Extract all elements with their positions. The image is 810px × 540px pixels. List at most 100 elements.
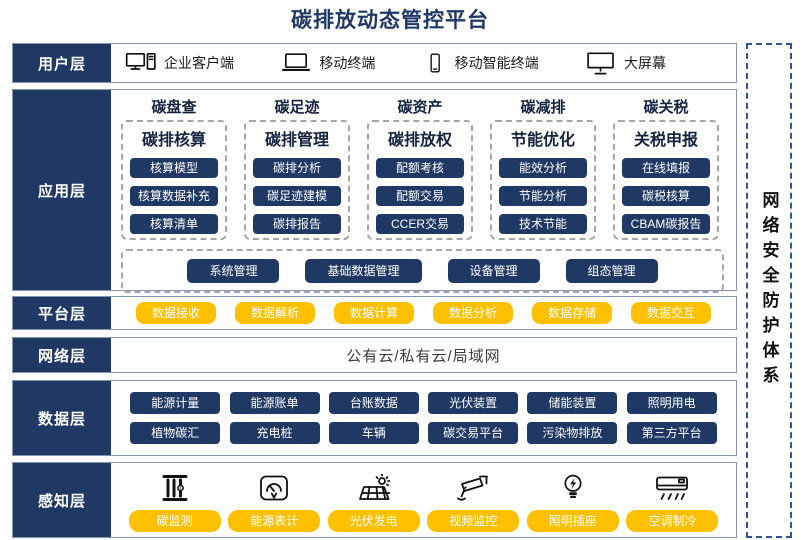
- platform-item: 数据存储: [532, 302, 612, 324]
- platform-item: 数据接收: [136, 302, 216, 324]
- desktop-pc-icon: [125, 51, 157, 75]
- app-item: 核算模型: [130, 158, 218, 178]
- app-column-box: 碳排放权 配额考核 配额交易 CCER交易: [367, 120, 473, 240]
- app-item: 配额交易: [376, 186, 464, 206]
- data-item: 能源账单: [229, 392, 320, 415]
- sense-item-lighting-socket: 照明插座: [526, 468, 619, 532]
- sense-item-label: 光伏发电: [327, 510, 420, 532]
- app-item: 碳排报告: [253, 214, 341, 234]
- data-item: 污染物排放: [527, 421, 618, 444]
- app-common-item: 系统管理: [187, 259, 280, 283]
- data-item: 第三方平台: [626, 421, 717, 444]
- user-item-smart-mobile: 移动智能终端: [422, 50, 539, 76]
- solar-pv-icon: [357, 468, 391, 504]
- app-column-carbon-footprint: 碳足迹 碳排管理 碳排分析 碳足迹建模 碳排报告: [244, 94, 350, 240]
- app-layer-label: 应用层: [13, 90, 111, 290]
- app-column-carbon-reduction: 碳减排 节能优化 能效分析 节能分析 技术节能: [490, 94, 596, 240]
- user-item-label: 企业客户端: [164, 55, 234, 71]
- data-layer-label: 数据层: [13, 381, 111, 455]
- network-text: 公有云/私有云/局域网: [346, 347, 501, 365]
- data-item: 储能装置: [527, 392, 618, 415]
- app-column-subtitle: 关税申报: [633, 132, 698, 149]
- user-item-label: 移动智能终端: [454, 55, 539, 71]
- sense-item-energy-meter: 能源表计: [228, 468, 321, 532]
- app-column-title: 碳减排: [520, 99, 566, 116]
- app-common-box: 系统管理 基础数据管理 设备管理 组态管理: [121, 249, 724, 293]
- platform-item: 数据交互: [631, 302, 711, 324]
- app-column-box: 碳排管理 碳排分析 碳足迹建模 碳排报告: [244, 120, 350, 240]
- app-column-subtitle: 碳排管理: [264, 132, 329, 149]
- app-common-item: 设备管理: [447, 259, 540, 283]
- platform-item: 数据计算: [334, 302, 414, 324]
- sense-item-label: 能源表计: [228, 510, 321, 532]
- page-title: 碳排放动态管控平台: [291, 9, 489, 32]
- app-item: 在线填报: [622, 158, 710, 178]
- security-sidebar-label: 网络安全防护体系: [759, 190, 779, 391]
- app-column-carbon-inventory: 碳盘查 碳排核算 核算模型 核算数据补充 核算清单: [121, 94, 227, 240]
- app-item: 配额考核: [376, 158, 464, 178]
- app-item: CBAM碳报告: [622, 214, 710, 234]
- data-item: 能源计量: [130, 392, 221, 415]
- app-column-box: 节能优化 能效分析 节能分析 技术节能: [490, 120, 596, 240]
- sense-item-label: 照明插座: [526, 510, 619, 532]
- app-column-subtitle: 碳排核算: [141, 132, 206, 149]
- sense-item-label: 空调制冷: [626, 510, 719, 532]
- user-item-label: 移动终端: [319, 55, 376, 71]
- app-item: 节能分析: [499, 186, 587, 206]
- sense-item-solar-pv: 光伏发电: [327, 468, 420, 532]
- network-layer-label: 网络层: [13, 338, 111, 372]
- app-column-title: 碳足迹: [274, 99, 320, 116]
- network-layer: 网络层 公有云/私有云/局域网: [12, 337, 737, 373]
- user-item-mobile-terminal: 移动终端: [280, 51, 375, 75]
- data-item: 台账数据: [328, 392, 419, 415]
- app-column-box: 碳排核算 核算模型 核算数据补充 核算清单: [121, 120, 227, 240]
- data-item: 光伏装置: [428, 392, 519, 415]
- platform-item: 数据解析: [235, 302, 315, 324]
- light-bulb-icon: [558, 468, 588, 504]
- platform-layer-label: 平台层: [13, 297, 111, 329]
- user-item-enterprise-client: 企业客户端: [125, 51, 234, 75]
- laptop-icon: [280, 51, 312, 75]
- smartphone-icon: [422, 50, 448, 76]
- data-item: 充电桩: [229, 421, 320, 444]
- app-column-carbon-tariff: 碳关税 关税申报 在线填报 碳税核算 CBAM碳报告: [613, 94, 719, 240]
- app-item: 核算清单: [130, 214, 218, 234]
- app-item: 核算数据补充: [130, 186, 218, 206]
- sense-item-ac-cooling: 空调制冷: [626, 468, 719, 532]
- app-column-subtitle: 碳排放权: [387, 132, 452, 149]
- carbon-monitor-icon: [159, 468, 191, 504]
- large-screen-icon: [585, 51, 617, 75]
- data-item: 碳交易平台: [428, 421, 519, 444]
- app-layer: 应用层 碳盘查 碳排核算 核算模型 核算数据补充 核算清单 碳足迹 碳排管理: [12, 89, 737, 293]
- sense-layer-label: 感知层: [13, 463, 111, 537]
- sense-item-label: 视频监控: [427, 510, 520, 532]
- security-sidebar: 网络安全防护体系: [746, 43, 792, 538]
- app-column-carbon-asset: 碳资产 碳排放权 配额考核 配额交易 CCER交易: [367, 94, 473, 240]
- app-column-title: 碳关税: [643, 99, 689, 116]
- platform-item: 数据分析: [433, 302, 513, 324]
- sense-item-label: 碳监测: [128, 510, 221, 532]
- app-item: 技术节能: [499, 214, 587, 234]
- data-item: 照明用电: [626, 392, 717, 415]
- user-item-big-screen: 大屏幕: [585, 51, 666, 75]
- user-layer-label: 用户层: [13, 44, 111, 82]
- data-layer: 数据层 能源计量 能源账单 台账数据 光伏装置 储能装置 照明用电 植物碳汇 充…: [12, 380, 737, 456]
- app-column-box: 关税申报 在线填报 碳税核算 CBAM碳报告: [613, 120, 719, 240]
- app-common-item: 组态管理: [565, 259, 658, 283]
- cctv-camera-icon: [456, 468, 490, 504]
- app-column-subtitle: 节能优化: [510, 132, 575, 149]
- app-item: 碳足迹建模: [253, 186, 341, 206]
- user-item-label: 大屏幕: [623, 55, 666, 71]
- app-item: CCER交易: [376, 214, 464, 234]
- data-item: 车辆: [328, 421, 419, 444]
- app-column-title: 碳资产: [397, 99, 443, 116]
- sense-layer: 感知层 碳监测: [12, 462, 737, 538]
- app-item: 碳排分析: [253, 158, 341, 178]
- data-item: 植物碳汇: [130, 421, 221, 444]
- app-item: 能效分析: [499, 158, 587, 178]
- sense-item-carbon-monitoring: 碳监测: [128, 468, 221, 532]
- app-column-title: 碳盘查: [151, 99, 197, 116]
- app-common-item: 基础数据管理: [305, 259, 422, 283]
- energy-meter-icon: [258, 468, 290, 504]
